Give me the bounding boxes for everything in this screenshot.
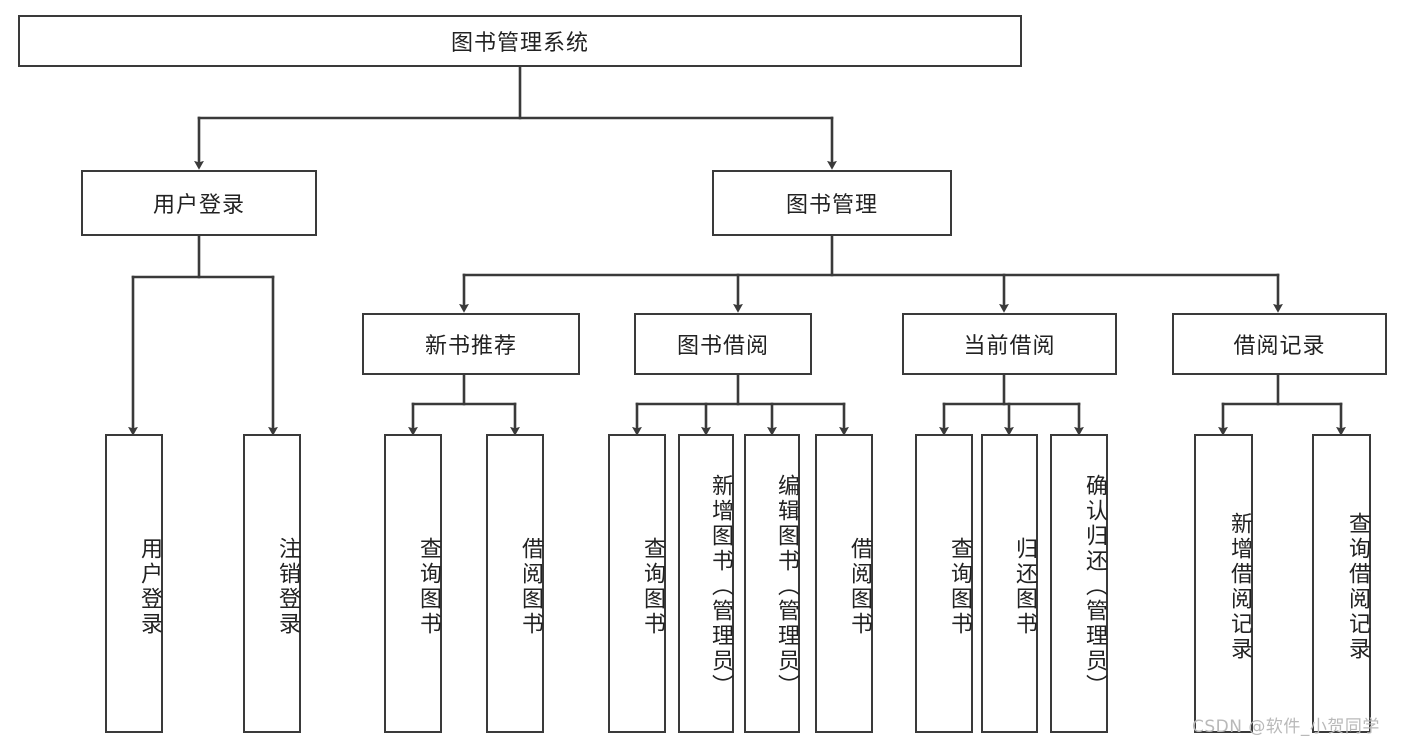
node-current-borrow-label: 当前借阅 — [963, 334, 1056, 359]
leaf-query-book-borrow[interactable]: 查询图书 — [608, 434, 666, 733]
leaf-borrow-book[interactable]: 借阅图书 — [815, 434, 873, 733]
node-current-borrow[interactable]: 当前借阅 — [902, 313, 1117, 375]
leaf-borrow-book-recommend[interactable]: 借阅图书 — [486, 434, 544, 733]
node-borrow-record[interactable]: 借阅记录 — [1172, 313, 1387, 375]
leaf-query-book-current-label: 查询图书 — [947, 536, 972, 637]
node-book-management-label: 图书管理 — [785, 193, 878, 218]
node-book-management[interactable]: 图书管理 — [712, 170, 952, 236]
leaf-confirm-return-admin-label: 确认归还（管理员） — [1082, 474, 1107, 699]
leaf-confirm-return-admin[interactable]: 确认归还（管理员） — [1050, 434, 1108, 733]
leaf-add-book-admin[interactable]: 新增图书（管理员） — [678, 434, 734, 733]
node-user-login-label: 用户登录 — [152, 193, 245, 218]
leaf-logout[interactable]: 注销登录 — [243, 434, 301, 733]
leaf-edit-book-admin-label: 编辑图书（管理员） — [774, 474, 799, 699]
leaf-logout-label: 注销登录 — [275, 536, 300, 637]
leaf-add-book-admin-label: 新增图书（管理员） — [708, 474, 733, 699]
leaf-borrow-book-label: 借阅图书 — [847, 536, 872, 637]
node-new-book-recommend[interactable]: 新书推荐 — [362, 313, 580, 375]
leaf-query-book-recommend-label: 查询图书 — [416, 536, 441, 637]
leaf-query-book-current[interactable]: 查询图书 — [915, 434, 973, 733]
leaf-query-book-recommend[interactable]: 查询图书 — [384, 434, 442, 733]
leaf-return-book[interactable]: 归还图书 — [981, 434, 1038, 733]
leaf-edit-book-admin[interactable]: 编辑图书（管理员） — [744, 434, 800, 733]
leaf-query-book-borrow-label: 查询图书 — [640, 536, 665, 637]
node-new-book-recommend-label: 新书推荐 — [424, 334, 517, 359]
node-root-label: 图书管理系统 — [450, 31, 589, 56]
leaf-query-borrow-record[interactable]: 查询借阅记录 — [1312, 434, 1371, 733]
leaf-add-borrow-record[interactable]: 新增借阅记录 — [1194, 434, 1253, 733]
leaf-return-book-label: 归还图书 — [1012, 536, 1037, 637]
leaf-borrow-book-recommend-label: 借阅图书 — [518, 536, 543, 637]
node-borrow-record-label: 借阅记录 — [1233, 334, 1326, 359]
leaf-query-borrow-record-label: 查询借阅记录 — [1345, 511, 1370, 662]
node-root[interactable]: 图书管理系统 — [18, 15, 1022, 67]
leaf-add-borrow-record-label: 新增借阅记录 — [1227, 511, 1252, 662]
node-book-borrow[interactable]: 图书借阅 — [634, 313, 812, 375]
leaf-user-login[interactable]: 用户登录 — [105, 434, 163, 733]
node-user-login[interactable]: 用户登录 — [81, 170, 317, 236]
node-book-borrow-label: 图书借阅 — [676, 334, 769, 359]
leaf-user-login-label: 用户登录 — [137, 536, 162, 637]
